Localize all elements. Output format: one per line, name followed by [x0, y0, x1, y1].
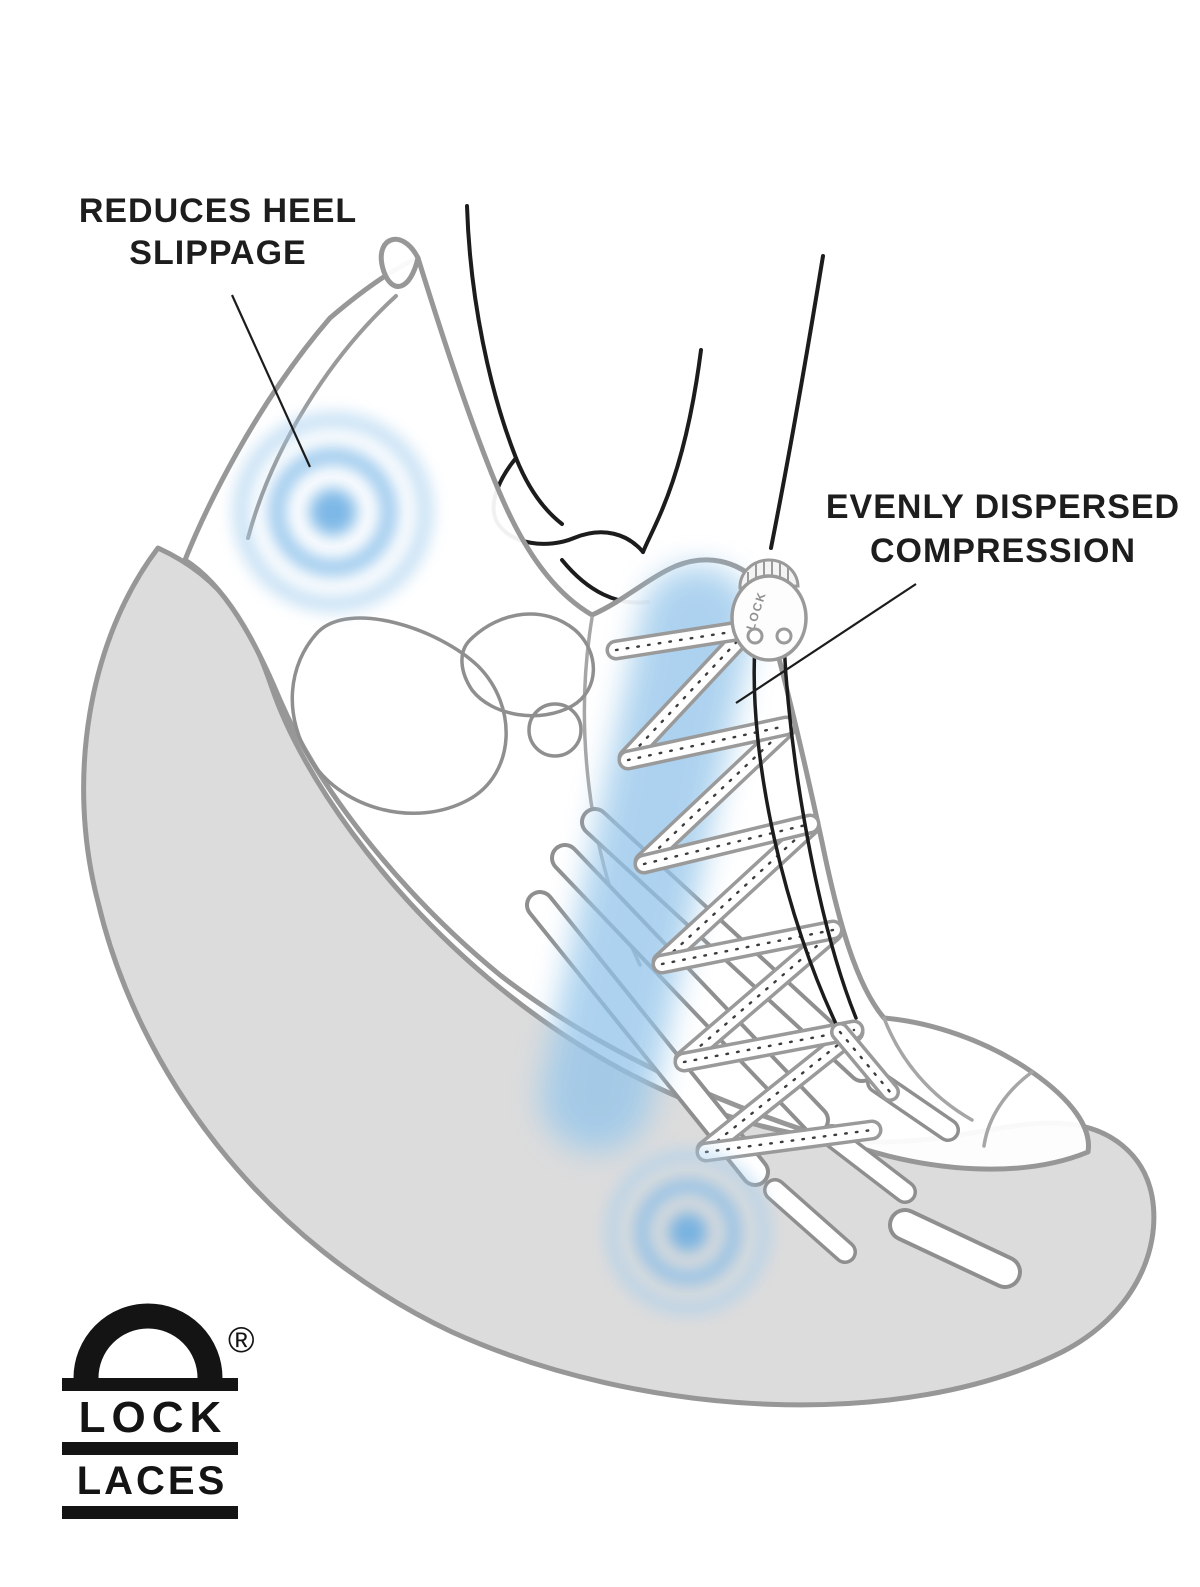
heel-pull-tab	[378, 236, 421, 289]
logo-word-lock: LOCK	[79, 1393, 228, 1442]
compression-label-line1: EVENLY DISPERSED	[826, 488, 1180, 526]
lock-hole	[746, 627, 764, 645]
ankle-bone	[460, 612, 596, 718]
heel-label-line1: REDUCES HEEL	[79, 192, 357, 230]
heel-bone	[290, 616, 508, 815]
forefoot-ripple	[606, 1150, 770, 1314]
leg-outline	[465, 204, 825, 605]
heel-counter-line	[246, 294, 398, 540]
compression-callout-line	[735, 583, 917, 704]
lock-body	[730, 574, 808, 662]
logo-bar	[62, 1378, 238, 1391]
lock-laces-logo: ® LOCK LACES	[62, 1303, 255, 1519]
logo-bar	[62, 1442, 238, 1455]
logo-word-laces: LACES	[77, 1459, 228, 1503]
lock-hole	[775, 627, 793, 645]
padlock-shackle	[73, 1303, 223, 1379]
heel-ripple	[234, 413, 432, 611]
heel-label-line2: SLIPPAGE	[129, 234, 306, 272]
lace-cords	[752, 642, 900, 1102]
heel-callout-line	[230, 294, 312, 468]
lace-lock-device: LOCK	[730, 558, 808, 662]
registered-mark: ®	[228, 1319, 255, 1360]
laces	[605, 619, 883, 1163]
logo-bar	[62, 1506, 238, 1519]
compression-label-line2: COMPRESSION	[870, 532, 1136, 570]
midfoot-bone	[527, 702, 583, 758]
